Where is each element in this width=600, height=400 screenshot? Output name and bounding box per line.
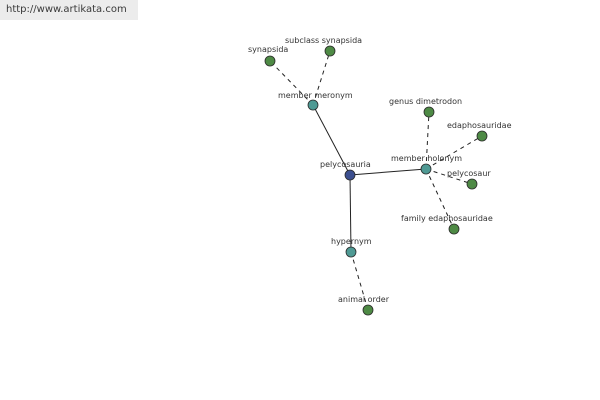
node-label-subclass-synapsida[interactable]: subclass synapsida <box>285 36 362 45</box>
node-dot-member-meronym[interactable] <box>307 99 319 111</box>
node-dot-edaphosauridae[interactable] <box>476 130 488 142</box>
edge-pelycosauria-to-hypernym <box>349 174 352 253</box>
node-label-member-holonym[interactable]: member holonym <box>391 154 462 163</box>
node-synapsida[interactable]: synapsida <box>248 45 288 67</box>
node-hypernym[interactable]: hypernym <box>331 237 372 258</box>
edge-member-meronym-to-subclass-synapsida <box>312 50 331 106</box>
edge-member-holonym-to-pelycosaur <box>425 168 473 185</box>
node-label-pelycosaur[interactable]: pelycosaur <box>447 169 491 178</box>
site-watermark: http://www.artikata.com <box>0 0 138 20</box>
node-label-family-edaphosauridae[interactable]: family edaphosauridae <box>401 214 493 223</box>
node-pelycosaur[interactable]: pelycosaur <box>447 169 491 190</box>
node-label-genus-dimetrodon[interactable]: genus dimetrodon <box>389 97 462 106</box>
node-dot-pelycosaur[interactable] <box>466 178 478 190</box>
edge-member-holonym-to-genus-dimetrodon <box>425 111 430 170</box>
node-dot-family-edaphosauridae[interactable] <box>448 223 460 235</box>
edge-hypernym-to-animal-order <box>350 251 369 311</box>
edge-member-holonym-to-edaphosauridae <box>425 135 483 170</box>
node-label-animal-order[interactable]: animal order <box>338 295 390 304</box>
node-dot-synapsida[interactable] <box>264 55 276 67</box>
node-dot-hypernym[interactable] <box>345 246 357 258</box>
node-genus-dimetrodon[interactable]: genus dimetrodon <box>389 97 462 118</box>
node-label-pelycosauria[interactable]: pelycosauria <box>320 160 371 169</box>
node-label-edaphosauridae[interactable]: edaphosauridae <box>447 121 512 130</box>
node-animal-order[interactable]: animal order <box>338 295 390 316</box>
edge-member-meronym-to-synapsida <box>269 60 314 106</box>
node-dot-genus-dimetrodon[interactable] <box>423 106 435 118</box>
node-member-holonym[interactable]: member holonym <box>391 154 462 175</box>
node-dot-member-holonym[interactable] <box>420 163 432 175</box>
node-dot-animal-order[interactable] <box>362 304 374 316</box>
node-edaphosauridae[interactable]: edaphosauridae <box>447 121 512 142</box>
node-pelycosauria[interactable]: pelycosauria <box>320 160 371 181</box>
edge-pelycosauria-to-member-meronym <box>312 104 351 176</box>
node-member-meronym[interactable]: member meronym <box>278 91 353 111</box>
node-dot-pelycosauria[interactable] <box>344 169 356 181</box>
node-family-edaphosauridae[interactable]: family edaphosauridae <box>401 214 493 235</box>
edge-member-holonym-to-family-edaphosauridae <box>425 168 455 230</box>
node-dot-subclass-synapsida[interactable] <box>324 45 336 57</box>
node-subclass-synapsida[interactable]: subclass synapsida <box>285 36 362 57</box>
node-label-member-meronym[interactable]: member meronym <box>278 91 353 100</box>
nodes-layer: pelycosauria member meronym member holonym… <box>248 36 512 316</box>
node-label-hypernym[interactable]: hypernym <box>331 237 372 246</box>
edge-pelycosauria-to-member-holonym <box>349 168 427 176</box>
node-label-synapsida[interactable]: synapsida <box>248 45 288 54</box>
edges-layer <box>269 50 483 311</box>
